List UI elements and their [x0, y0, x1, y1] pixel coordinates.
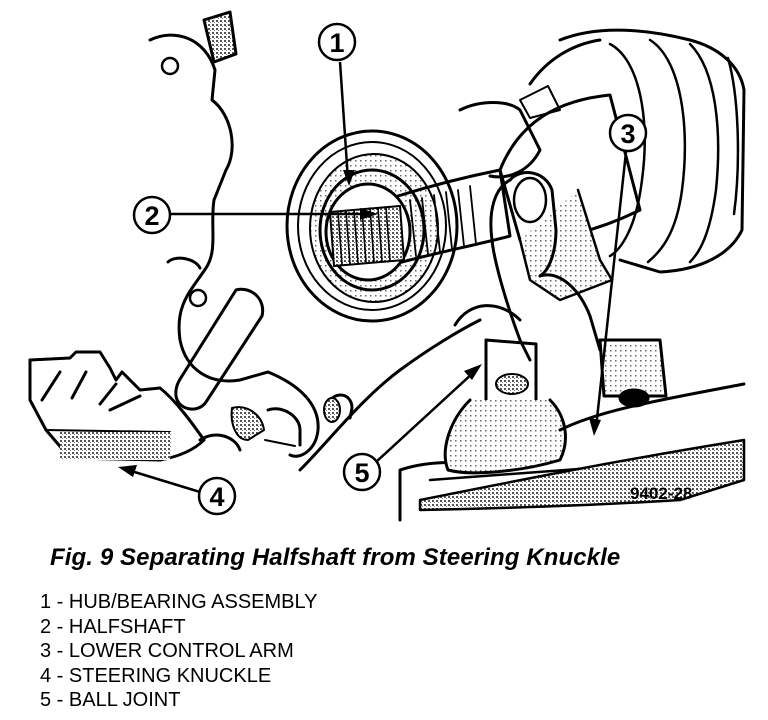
hand-drawing	[298, 171, 602, 522]
svg-text:4: 4	[209, 482, 224, 512]
callout-4: 4	[197, 476, 237, 516]
leader-3	[594, 151, 628, 429]
figure-caption: Fig. 9 Separating Halfshaft from Steerin…	[50, 544, 621, 571]
legend-item-steering-knuckle: 4 - STEERING KNUCKLE	[40, 664, 272, 687]
legend-list: 1 - HUB/BEARING ASSEMBLY 2 - HALFSHAFT 3…	[40, 590, 318, 713]
arrowhead-3	[589, 418, 601, 436]
callout-leaders	[118, 61, 628, 494]
legend-item-ball-joint: 5 - BALL JOINT	[40, 689, 181, 711]
hub-bearing-drawing	[285, 129, 459, 323]
arrowhead-2	[360, 208, 378, 220]
svg-text:1: 1	[329, 28, 344, 58]
callout-2: 2	[132, 195, 172, 235]
leader-4	[127, 468, 201, 494]
figure-number: 9402-28	[630, 484, 692, 503]
leader-1	[338, 61, 350, 181]
leader-5	[375, 371, 475, 463]
legend-item-hub-bearing: 1 - HUB/BEARING ASSEMBLY	[40, 591, 318, 613]
arrowhead-1	[343, 170, 355, 186]
svg-text:5: 5	[354, 458, 369, 488]
legend-item-lower-control-arm: 3 - LOWER CONTROL ARM	[40, 640, 294, 662]
steering-knuckle-drawing	[28, 33, 320, 462]
arrowhead-5	[464, 364, 482, 380]
callout-3: 3	[608, 113, 648, 153]
service-illustration: 1 2 3 4 5 9402-28	[28, 10, 746, 522]
callout-1: 1	[317, 22, 357, 62]
arrowhead-4	[118, 465, 137, 477]
callout-5: 5	[342, 452, 382, 492]
lower-control-arm-drawing	[418, 338, 746, 512]
svg-text:2: 2	[144, 201, 159, 231]
legend-item-halfshaft: 2 - HALFSHAFT	[40, 615, 186, 638]
svg-text:3: 3	[620, 119, 635, 149]
